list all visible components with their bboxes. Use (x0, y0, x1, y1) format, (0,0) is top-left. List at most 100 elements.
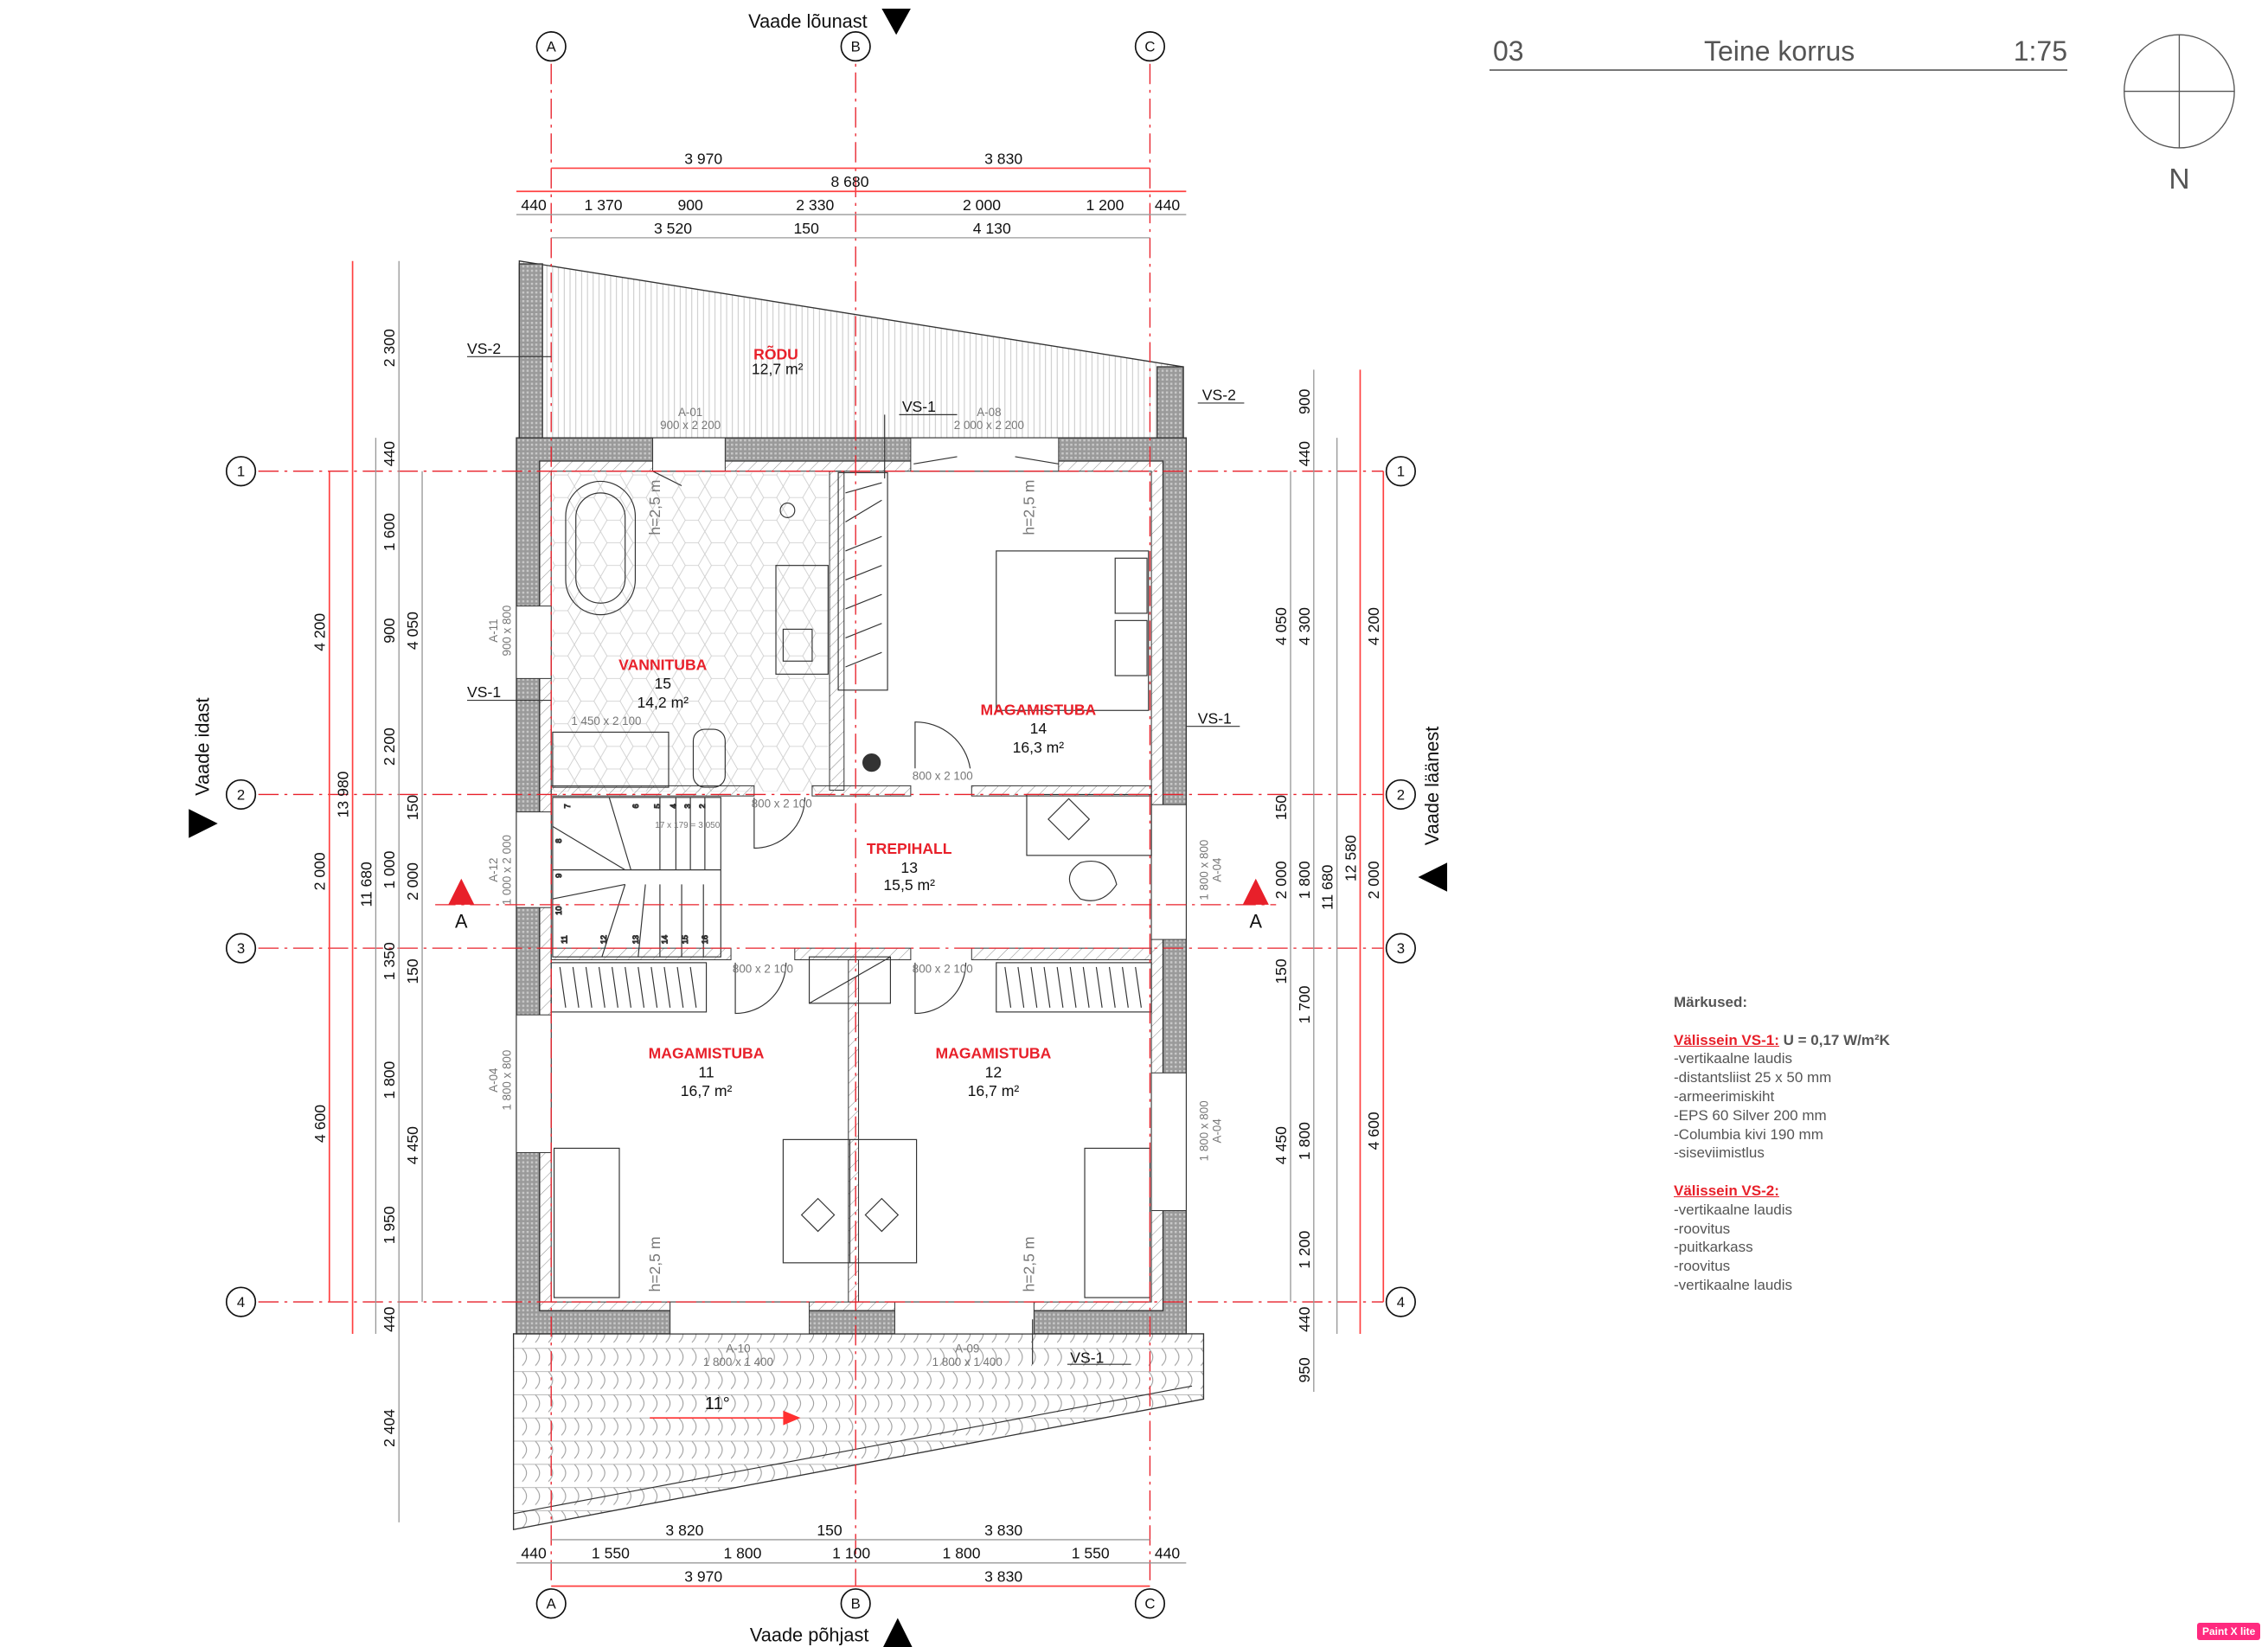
vs1-u-value: U = 0,17 W/m²K (1783, 1031, 1890, 1048)
grid-bubble-icon (535, 1588, 567, 1619)
view-east-label: Vaade idast (192, 697, 214, 795)
svg-text:RÕDU: RÕDU (753, 345, 798, 363)
wall-tag-vs1-right: VS-1 (1198, 709, 1232, 727)
dimension-text: 3 970 (684, 1568, 722, 1586)
stair-step-number: 14 (660, 935, 669, 944)
vs1-title: Välissein VS-1: (1674, 1031, 1779, 1048)
svg-text:h=2,5 m: h=2,5 m (646, 1237, 663, 1292)
svg-text:800 x 2 100: 800 x 2 100 (733, 963, 793, 976)
dimension-text: 1 200 (1296, 1231, 1313, 1269)
svg-text:1 000 x 2 000: 1 000 x 2 000 (500, 835, 513, 905)
svg-text:1 800 x 800: 1 800 x 800 (1197, 1100, 1210, 1161)
window-openings (516, 437, 1187, 1335)
svg-text:MAGAMISTUBA: MAGAMISTUBA (980, 701, 1096, 718)
dimension-text: 8 680 (830, 173, 868, 190)
vs2-layer: -puitkarkass (1674, 1239, 1753, 1256)
stair-step-number: 8 (554, 839, 563, 843)
drawing-title: Teine korrus (1704, 35, 1855, 67)
view-south-arrow-icon (881, 9, 911, 35)
svg-text:h=2,5 m: h=2,5 m (646, 480, 663, 535)
svg-text:16,7 m²: 16,7 m² (681, 1082, 733, 1099)
dimension-text: 1 800 (943, 1545, 981, 1562)
dimension-text: 1 800 (1296, 1122, 1313, 1160)
svg-text:A-12: A-12 (487, 857, 500, 881)
grid-bubble-icon (840, 1588, 871, 1619)
svg-text:1 800 x 800: 1 800 x 800 (500, 1050, 513, 1111)
grid-bubble-icon (1385, 456, 1416, 487)
wall-tag-leaders (467, 356, 1245, 1365)
svg-text:MAGAMISTUBA: MAGAMISTUBA (649, 1045, 765, 1062)
svg-text:A-04: A-04 (1211, 1118, 1224, 1144)
dimension-text: 1 800 (723, 1545, 761, 1562)
view-north-label: Vaade põhjast (750, 1624, 869, 1645)
grid-lines (258, 37, 1384, 1586)
dimension-text: 150 (404, 795, 421, 821)
dimension-text: 4 200 (1365, 607, 1382, 645)
svg-text:800 x 2 100: 800 x 2 100 (752, 798, 812, 811)
vs1-layer: -distantsliist 25 x 50 mm (1674, 1069, 1832, 1086)
dimension-text: 4 450 (1272, 1126, 1290, 1164)
grid-bubble-icon (840, 31, 871, 62)
dimension-text: 2 000 (1365, 861, 1382, 899)
dimension-text: 1 100 (832, 1545, 870, 1562)
dimension-text: 1 350 (381, 942, 398, 980)
grid-bubble-icon (225, 1286, 257, 1317)
grid-axis-label: 1 (237, 464, 245, 480)
view-west-arrow-icon (1418, 862, 1448, 892)
dimension-text: 2 000 (1272, 861, 1290, 899)
dimension-text: 440 (381, 441, 398, 467)
balcony-deck (518, 260, 1184, 439)
dimension-text: 2 300 (381, 329, 398, 367)
dimension-text: 4 600 (1365, 1112, 1382, 1150)
svg-text:A-01: A-01 (678, 406, 702, 419)
dimension-text: 150 (404, 958, 421, 984)
svg-text:800 x 2 100: 800 x 2 100 (913, 963, 973, 976)
svg-text:13: 13 (900, 859, 918, 876)
dimension-text: 440 (521, 1545, 547, 1562)
ceiling-height-labels: h=2,5 m h=2,5 m h=2,5 m h=2,5 m (646, 480, 1037, 1292)
svg-text:A-04: A-04 (487, 1067, 500, 1093)
grid-axis-label: B (851, 38, 861, 54)
dimension-text: 2 404 (381, 1409, 398, 1447)
stair-step-number: 16 (701, 935, 709, 944)
svg-text:12: 12 (985, 1063, 1003, 1080)
dimension-text: 900 (381, 618, 398, 644)
svg-text:14,2 m²: 14,2 m² (637, 694, 689, 711)
dimension-text: 440 (521, 196, 547, 214)
grid-bubble-icon (225, 932, 257, 964)
stair-step-number: 4 (669, 804, 677, 808)
stair-step-number: 3 (683, 804, 692, 808)
dimension-text: 440 (1155, 196, 1181, 214)
view-east-arrow-icon (189, 809, 218, 838)
dimension-text: 4 200 (311, 613, 329, 651)
svg-text:15: 15 (655, 675, 672, 692)
dimension-text: 4 300 (1296, 607, 1313, 645)
stair-step-number: 9 (554, 874, 563, 878)
dimension-text: 1 600 (381, 513, 398, 551)
dimension-text: 440 (381, 1306, 398, 1332)
grid-axis-label: A (547, 38, 557, 54)
grid-axis-label: 3 (1397, 940, 1405, 957)
dimension-text: 1 000 (381, 850, 398, 888)
section-label-left: A (455, 911, 468, 932)
vs2-layer: -roovitus (1674, 1258, 1731, 1275)
grid-bubble-icon (1385, 932, 1416, 964)
vs2-layer: -roovitus (1674, 1220, 1731, 1237)
dimension-text: 2 330 (796, 196, 834, 214)
dimension-text: 1 950 (381, 1206, 398, 1244)
stair-step-number: 2 (698, 804, 707, 808)
grid-bubble-icon (1385, 779, 1416, 811)
dimension-text: 3 520 (654, 220, 692, 237)
svg-text:1 800 x 1 400: 1 800 x 1 400 (932, 1355, 1003, 1368)
svg-text:800 x 2 100: 800 x 2 100 (913, 770, 973, 783)
view-south-label: Vaade lõunast (748, 10, 868, 32)
grid-axis-label: C (1144, 38, 1155, 54)
dimension-text: 1 550 (1072, 1545, 1110, 1562)
dimension-text: 1 370 (585, 196, 623, 214)
